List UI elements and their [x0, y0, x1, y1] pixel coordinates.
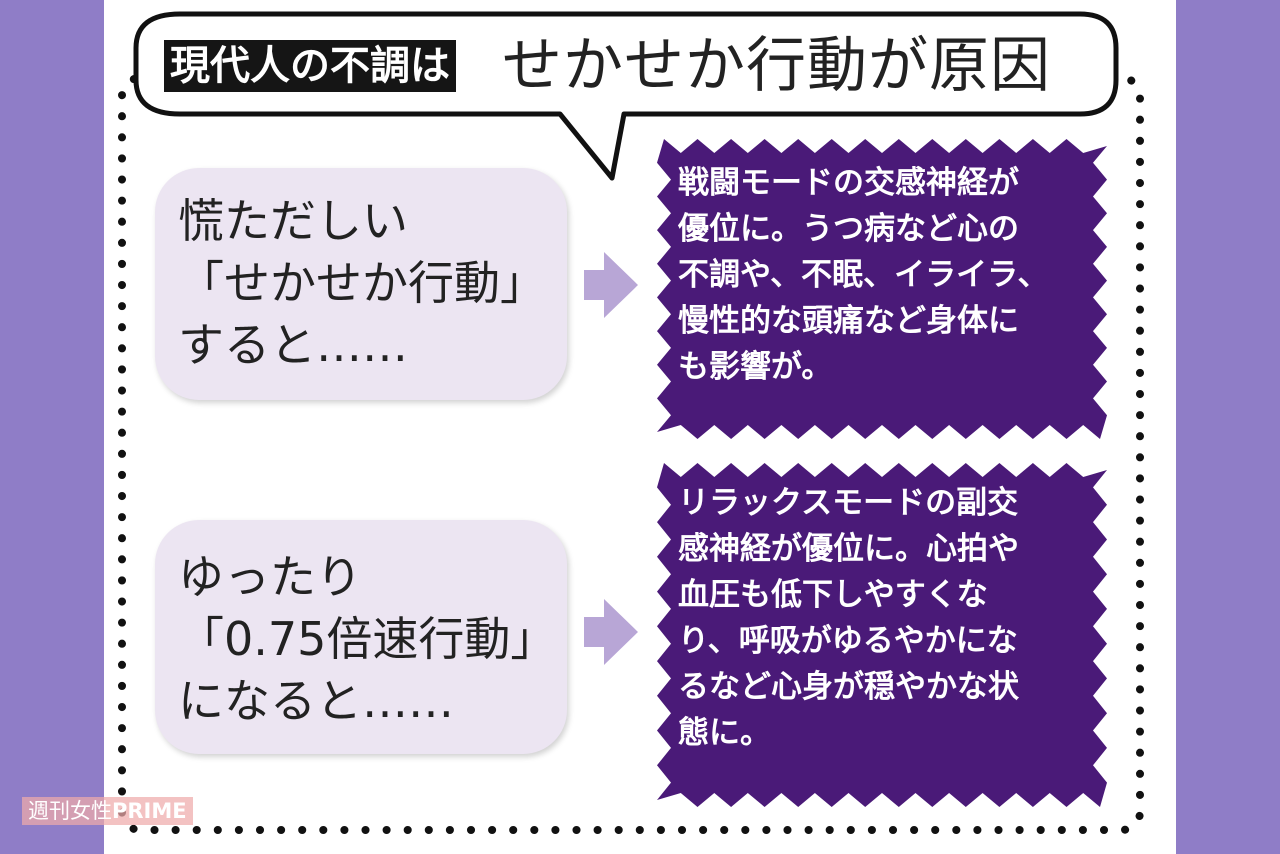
- condition-text-1: 慌ただしい 「せかせか行動」 すると……: [178, 190, 546, 376]
- condition-text-2: ゆったり 「0.75倍速行動」 になると……: [178, 546, 556, 732]
- result-line: 血圧も低下しやすくな: [678, 577, 988, 613]
- result-line: 優位に。うつ病など心の: [678, 211, 1019, 247]
- result-line: り、呼吸がゆるやかにな: [678, 623, 1018, 659]
- condition-line: になると……: [178, 674, 454, 728]
- title-text: せかせか行動が原因: [502, 31, 1051, 101]
- result-line: 不調や、不眠、イライラ、: [678, 257, 1049, 293]
- condition-line: 「0.75倍速行動」: [178, 612, 557, 666]
- result-box-2: [657, 463, 1107, 807]
- result-text-1: 戦闘モードの交感神経が 優位に。うつ病など心の 不調や、不眠、イライラ、 慢性的…: [678, 160, 1098, 390]
- watermark-logo: 週刊女性PRIME: [22, 797, 193, 825]
- condition-pill-2: [155, 520, 567, 754]
- dotted-border: [118, 74, 1144, 834]
- condition-line: すると……: [178, 318, 408, 372]
- condition-line: 「せかせか行動」: [178, 256, 546, 310]
- result-box-1: [657, 139, 1107, 439]
- result-line: 戦闘モードの交感神経が: [678, 165, 1019, 201]
- result-line: 慢性的な頭痛など身体に: [678, 303, 1019, 339]
- title-highlight: 現代人の不調は: [164, 40, 456, 92]
- result-line: 感神経が優位に。心拍や: [678, 531, 1019, 567]
- result-text-2: リラックスモードの副交 感神経が優位に。心拍や 血圧も低下しやすくな り、呼吸が…: [678, 480, 1098, 756]
- result-line: 態に。: [678, 715, 771, 751]
- condition-pill-1: [155, 168, 567, 400]
- result-line: も影響が。: [678, 349, 833, 385]
- condition-line: ゆったり: [178, 550, 362, 604]
- condition-line: 慌ただしい: [178, 194, 408, 248]
- watermark-suffix: PRIME: [112, 799, 187, 823]
- result-line: リラックスモードの副交: [678, 485, 1019, 521]
- arrow-2: [584, 599, 638, 665]
- result-line: るなど心身が穏やかな状: [678, 669, 1019, 705]
- arrow-1: [584, 252, 638, 318]
- watermark-brand: 週刊女性: [28, 799, 112, 823]
